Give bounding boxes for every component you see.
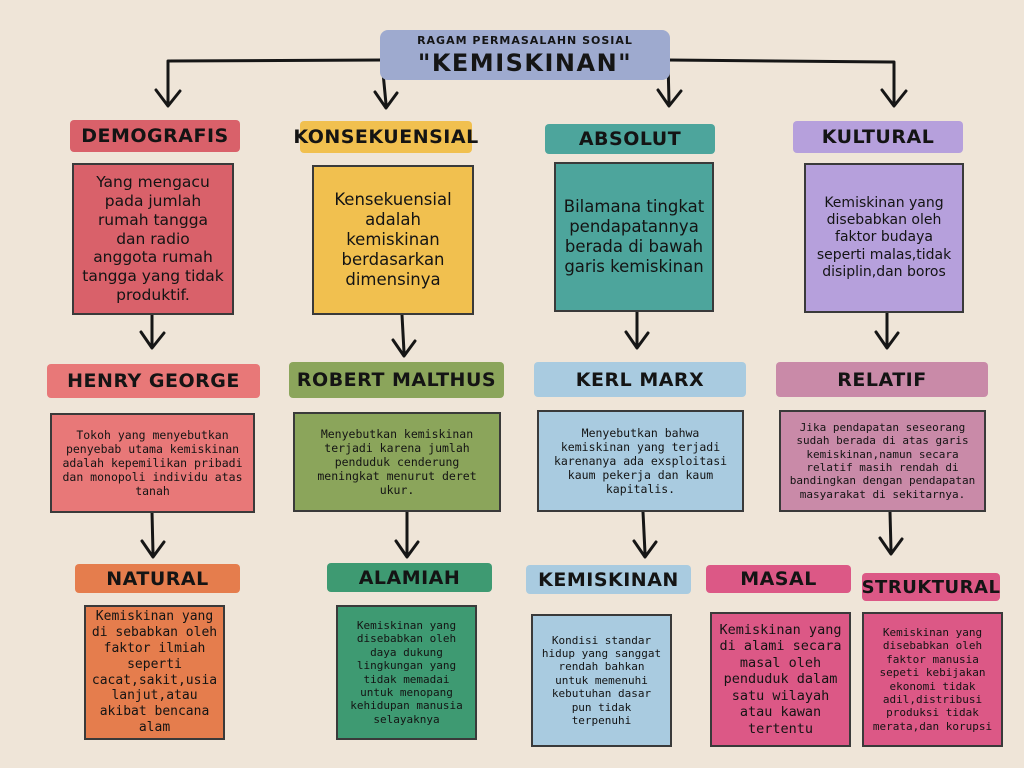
arrowhead — [391, 338, 417, 358]
label-masal: MASAL — [706, 565, 851, 593]
arrowhead — [632, 539, 658, 559]
card-natural: Kemiskinan yang di sebabkan oleh faktor … — [84, 605, 225, 740]
arrowhead — [656, 88, 683, 108]
arrowhead — [154, 88, 182, 108]
label-absolut: ABSOLUT — [545, 124, 715, 154]
title-banner: RAGAM PERMASALAHN SOSIAL "KEMISKINAN" — [380, 30, 670, 80]
label-struktural: STRUKTURAL — [862, 573, 1000, 601]
arrowhead — [140, 539, 166, 559]
arrows-row-2-to-3 — [140, 510, 904, 559]
card-struktural: Kemiskinan yang disebabkan oleh faktor m… — [862, 612, 1003, 747]
label-kemiskinan: KEMISKINAN — [526, 565, 691, 594]
card-konsekuensial: Kensekuensial adalah kemiskinan berdasar… — [312, 165, 474, 315]
label-kerl-marx: KERL MARX — [534, 362, 746, 397]
arrowhead — [624, 330, 650, 350]
card-demografis: Yang mengacu pada jumlah rumah tangga da… — [72, 163, 234, 315]
arrowhead — [880, 88, 908, 108]
arrow-kerl-marx-to-kemiskinan — [641, 510, 647, 555]
label-kultural: KULTURAL — [793, 121, 963, 153]
title-subtitle: RAGAM PERMASALAHN SOSIAL — [417, 34, 633, 47]
card-absolut: Bilamana tingkat pendapatannya berada di… — [554, 162, 714, 312]
card-kultural: Kemiskinan yang disebabkan oleh faktor b… — [804, 163, 964, 313]
label-konsekuensial: KONSEKUENSIAL — [293, 121, 478, 153]
card-henry-george: Tokoh yang menyebutkan penyebab utama ke… — [50, 413, 255, 513]
card-masal: Kemiskinan yang di alami secara masal ol… — [710, 612, 851, 747]
arrowhead — [373, 90, 399, 110]
arrowhead — [394, 539, 420, 559]
arrows-row-1-to-2 — [139, 298, 900, 358]
arrow-title-to-kultural — [666, 58, 896, 104]
arrowhead — [878, 536, 904, 556]
arrow-henry-george-to-natural — [150, 510, 155, 555]
arrowhead — [874, 330, 900, 350]
arrow-konsekuensial-to-robert-malthus — [400, 313, 406, 354]
label-demografis: DEMOGRAFIS — [70, 120, 240, 152]
card-kerl-marx: Menyebutkan bahwa kemiskinan yang terjad… — [537, 410, 744, 512]
card-robert-malthus: Menyebutkan kemiskinan terjadi karena ju… — [293, 412, 501, 512]
arrowhead — [139, 330, 166, 350]
card-kemiskinan: Kondisi standar hidup yang sanggat renda… — [531, 614, 672, 747]
card-relatif: Jika pendapatan seseorang sudah berada d… — [779, 410, 986, 512]
label-robert-malthus: ROBERT MALTHUS — [289, 362, 504, 398]
card-alamiah: Kemiskinan yang disebabkan oleh daya duk… — [336, 605, 477, 740]
label-henry-george: HENRY GEORGE — [47, 364, 260, 398]
label-relatif: RELATIF — [776, 362, 988, 397]
page-title: "KEMISKINAN" — [417, 49, 633, 77]
arrow-title-to-demografis — [166, 58, 384, 104]
label-alamiah: ALAMIAH — [327, 563, 492, 592]
label-natural: NATURAL — [75, 564, 240, 593]
arrow-relatif-to-struktural — [888, 510, 893, 552]
